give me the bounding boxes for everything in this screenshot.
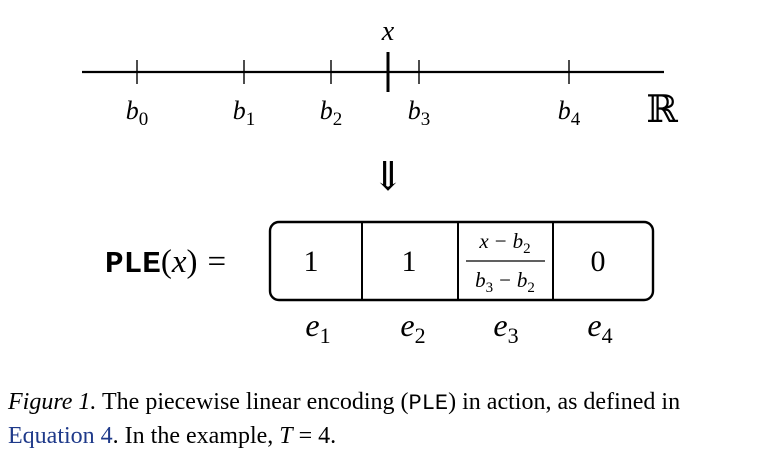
- boundary-label-b1: b1: [233, 96, 256, 130]
- caption-code-ple: PLE: [408, 391, 449, 416]
- equation-4-link[interactable]: Equation 4: [8, 423, 113, 449]
- ple-lhs: PLE(x)=: [105, 244, 226, 282]
- cell-3-numerator: x−b2: [478, 229, 530, 257]
- encoding-vector: 1 1 x−b2 b3−b2 0: [268, 220, 655, 302]
- caption-var-t: T: [279, 423, 293, 449]
- cell-labels: e1 e2 e3 e4: [305, 307, 612, 348]
- caption-text-1: The piecewise linear encoding (: [96, 389, 409, 415]
- caption-text-4: = 4.: [292, 423, 337, 449]
- caption-text-2: ) in action, as defined in: [448, 389, 681, 415]
- cell-1-value: 1: [304, 245, 319, 278]
- cell-4-value: 0: [591, 245, 606, 278]
- double-down-arrow-icon: ⇓: [371, 154, 405, 199]
- figure-caption: Figure 1. The piecewise linear encoding …: [8, 386, 770, 453]
- boundary-label-b4: b4: [558, 96, 581, 130]
- ple-figure: x b0 b1 b2 b3 b4 ℝ ⇓ PLE(x)= 1 1 x−b2 b3…: [82, 16, 678, 348]
- boundary-label-b0: b0: [126, 96, 149, 130]
- cell-label-e1: e1: [305, 307, 330, 348]
- cell-label-e2: e2: [400, 307, 425, 348]
- point-x-label: x: [381, 16, 395, 47]
- cell-label-e3: e3: [493, 307, 518, 348]
- figure-label: Figure 1.: [8, 389, 97, 415]
- caption-text-3: . In the example,: [112, 423, 280, 449]
- boundary-label-b3: b3: [408, 96, 431, 130]
- real-numbers-symbol: ℝ: [646, 89, 678, 131]
- cell-label-e4: e4: [587, 307, 612, 348]
- cell-3-denominator: b3−b2: [475, 268, 535, 296]
- cell-2-value: 1: [402, 245, 417, 278]
- number-line: x b0 b1 b2 b3 b4 ℝ: [82, 16, 678, 131]
- boundary-label-b2: b2: [320, 96, 343, 130]
- vector-box: [268, 220, 655, 302]
